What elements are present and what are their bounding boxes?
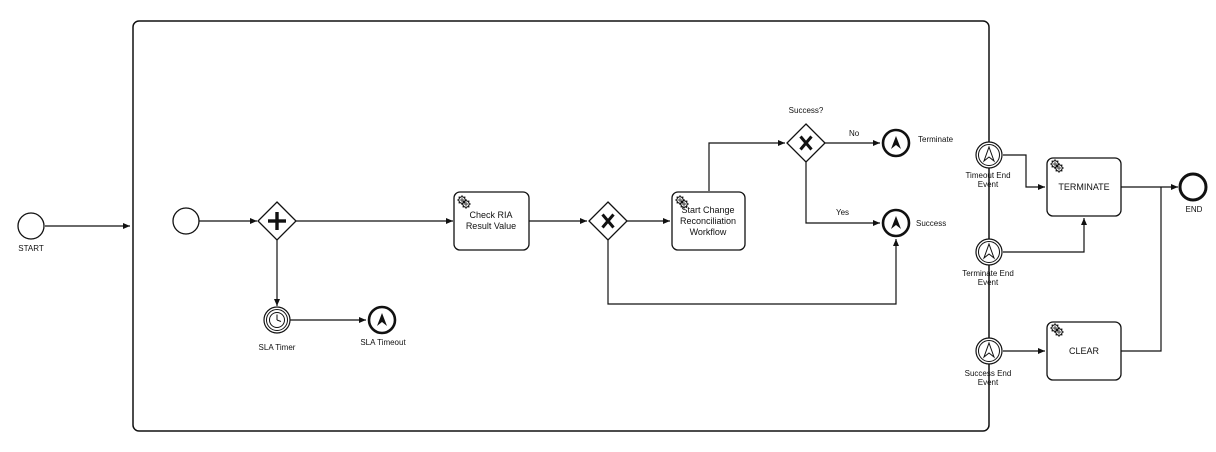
terminate-end-label-line1: Terminate End [962, 269, 1014, 278]
flow-yes-label: Yes [836, 208, 849, 217]
end-event[interactable] [1178, 172, 1208, 202]
timeout-end-label-line1: Timeout End [965, 171, 1010, 180]
flow-clear-to-end [1121, 187, 1162, 352]
success-event-label: Success [916, 219, 946, 228]
flow-timeout-end-to-terminate [1003, 154, 1045, 190]
task-terminate[interactable]: TERMINATE [1046, 157, 1122, 217]
flow-recon-to-xor2 [708, 140, 785, 191]
sequence-flows [45, 140, 1178, 354]
success-end-event[interactable] [881, 208, 911, 238]
success-end-label-line2: Event [978, 378, 999, 387]
timeout-end-label-line2: Event [978, 180, 999, 189]
gateway-success-question-label: Success? [789, 106, 824, 115]
task-check-ria-line2: Result Value [466, 221, 516, 231]
x-icon [799, 135, 813, 151]
terminate-end-event[interactable] [881, 128, 911, 158]
start-label: START [18, 244, 44, 253]
subprocess-container[interactable] [132, 20, 990, 432]
clock-icon [269, 312, 285, 328]
flow-no-label: No [849, 129, 860, 138]
flow-terminate-end-to-terminate [1003, 218, 1087, 253]
terminate-end-boundary-event[interactable] [975, 238, 1003, 266]
flow-xor-to-success-bottom [607, 239, 899, 305]
start-event[interactable] [17, 212, 45, 240]
exclusive-gateway-success[interactable] [786, 123, 826, 163]
sla-timeout-event[interactable] [367, 305, 397, 335]
task-clear[interactable]: CLEAR [1046, 321, 1122, 381]
plus-icon [268, 212, 286, 230]
task-terminate-label: TERMINATE [1058, 182, 1109, 192]
terminate-event-label: Terminate [918, 135, 954, 144]
exclusive-gateway-1[interactable] [588, 201, 628, 241]
success-end-label-line1: Success End [965, 369, 1012, 378]
task-recon-line3: Workflow [690, 227, 727, 237]
end-label: END [1186, 205, 1203, 214]
task-start-reconciliation[interactable]: Start Change Reconciliation Workflow [671, 191, 746, 251]
timeout-end-boundary-event[interactable] [975, 141, 1003, 169]
sla-timeout-label: SLA Timeout [360, 338, 406, 347]
inner-start-event[interactable] [172, 207, 200, 235]
task-recon-line2: Reconciliation [680, 216, 736, 226]
terminate-end-label-line2: Event [978, 278, 999, 287]
sla-timer-label: SLA Timer [259, 343, 296, 352]
flow-xor2-to-success [805, 162, 880, 226]
task-recon-line1: Start Change [681, 205, 734, 215]
success-end-boundary-event[interactable] [975, 337, 1003, 365]
parallel-gateway[interactable] [257, 201, 297, 241]
task-check-ria-line1: Check RIA [469, 210, 512, 220]
sla-timer-event[interactable] [263, 306, 291, 334]
x-icon [601, 213, 615, 229]
task-check-ria[interactable]: Check RIA Result Value [453, 191, 530, 251]
task-clear-label: CLEAR [1069, 346, 1100, 356]
